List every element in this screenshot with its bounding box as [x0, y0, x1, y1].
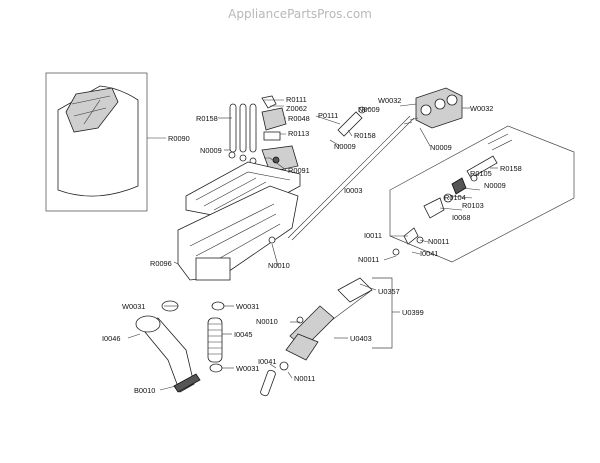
dispenser-assembly [177, 95, 301, 281]
clamp-set-n0009 [228, 151, 257, 165]
part-w0031-mid [211, 301, 225, 311]
label-n0011-mid: N0011 [358, 255, 379, 264]
label-n0009-inlet: N0009 [484, 181, 506, 190]
label-i0041-lower: I0041 [258, 357, 277, 366]
leader-lines [127, 99, 498, 391]
u0399-bracket [372, 277, 393, 349]
cabinet-detail-lines [71, 95, 111, 125]
hose-set-r0158 [229, 103, 257, 153]
part-n0010-lower [296, 316, 304, 324]
label-b0010: B0010 [134, 386, 155, 395]
part-r0113 [263, 131, 281, 141]
label-r0158-dispenser: R0158 [196, 114, 218, 123]
label-n0011-upper: N0011 [428, 237, 449, 246]
label-w0032-left: W0032 [378, 96, 401, 105]
watermark: AppliancePartsPros.com [228, 7, 372, 21]
dispenser-outlet [195, 257, 231, 281]
label-r0111: R0111 [286, 95, 307, 104]
label-i0003: I0003 [344, 186, 363, 195]
part-r0104 [443, 193, 453, 203]
label-n0010-lower: N0010 [256, 317, 278, 326]
part-labels: R0090 R0111 Z0062 R0158 R0048 R0113 P011… [102, 95, 522, 395]
label-r0090: R0090 [168, 134, 190, 143]
label-w0031-left: W0031 [122, 302, 145, 311]
label-n0011-lower: N0011 [294, 374, 315, 383]
part-u0357 [337, 277, 373, 303]
part-r0105 [451, 177, 467, 195]
hose-i0003 [287, 115, 411, 239]
dispenser-in-cabinet [65, 87, 119, 133]
label-n0009-clamps: N0009 [200, 146, 222, 155]
part-n0010-top [268, 236, 276, 244]
label-r0096: R0096 [150, 259, 172, 268]
drain-pump-assembly [260, 277, 373, 397]
part-n0011-mid [392, 248, 400, 256]
part-i0068 [423, 197, 445, 219]
label-i0046: I0046 [102, 334, 121, 343]
part-r0048 [261, 107, 287, 131]
label-i0041-upper: I0041 [420, 249, 439, 258]
label-n0009-top: N0009 [358, 105, 380, 114]
label-n0009-valve: N0009 [430, 143, 452, 152]
label-n0010-upper: N0010 [268, 261, 290, 270]
label-w0032-right: W0032 [470, 104, 493, 113]
part-n0011-lower [279, 361, 289, 371]
label-w0031-low: W0031 [236, 364, 259, 373]
part-w0031-low [209, 363, 223, 373]
label-u0403: U0403 [350, 334, 372, 343]
part-r0091 [261, 145, 299, 173]
part-p0111 [337, 111, 363, 137]
label-i0045: I0045 [234, 330, 253, 339]
label-u0399: U0399 [402, 308, 424, 317]
label-p0111: P0111 [318, 111, 338, 120]
label-r0091: R0091 [288, 166, 310, 175]
label-r0158-inlet: R0158 [500, 164, 522, 173]
part-r0158-inlet [466, 155, 498, 179]
label-r0105: R0105 [470, 169, 492, 178]
part-i0011 [403, 227, 419, 245]
cabinet-inset [45, 72, 148, 212]
label-i0068: I0068 [452, 213, 471, 222]
label-r0103: R0103 [462, 201, 484, 210]
cabinet-inset-frame [45, 72, 148, 212]
label-r0113: R0113 [288, 129, 309, 138]
label-w0031-mid: W0031 [236, 302, 259, 311]
part-n0009-inlet [470, 174, 478, 182]
part-r0096 [177, 185, 299, 281]
hose-i0046 [139, 317, 195, 393]
water-valve-w0032 [403, 87, 463, 129]
label-r0104: R0104 [444, 193, 466, 202]
label-i0011: I0011 [364, 231, 382, 240]
part-b0010 [173, 373, 201, 393]
label-u0357: U0357 [378, 287, 400, 296]
part-i0041-lower [260, 369, 276, 397]
part-z0062 [261, 95, 277, 109]
label-z0062: Z0062 [286, 104, 307, 113]
label-n0009-hose: N0009 [334, 142, 356, 151]
label-r0048: R0048 [288, 114, 310, 123]
label-r0158-valve: R0158 [354, 131, 376, 140]
bellows-i0045 [207, 317, 223, 363]
